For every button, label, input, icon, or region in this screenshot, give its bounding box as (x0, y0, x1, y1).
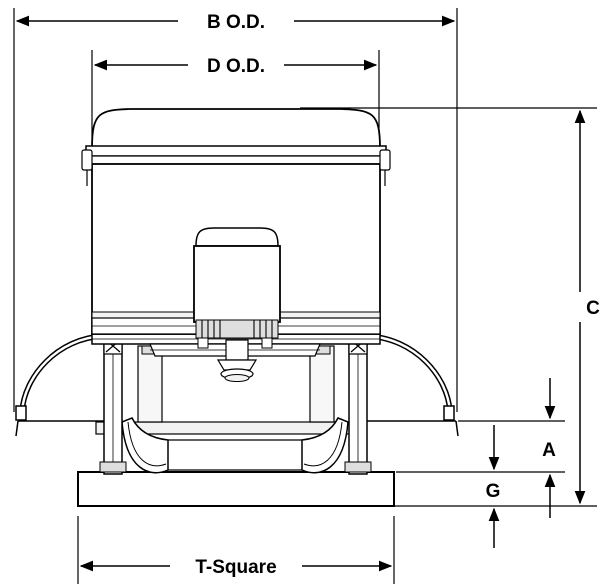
support-post-right (344, 337, 372, 475)
skirt-right (366, 333, 459, 437)
motor (193, 227, 281, 382)
a-label: A (542, 440, 556, 461)
fan-hood (81, 108, 391, 335)
curb-base (77, 471, 395, 507)
skirt-left (15, 333, 105, 437)
t-square-label: T-Square (195, 557, 276, 578)
c-label: C (586, 298, 600, 319)
dimension-arrows (15, 15, 586, 572)
d-od-label: D O.D. (207, 56, 265, 77)
g-label: G (486, 481, 501, 502)
inner-frame-left (137, 345, 163, 423)
support-post-left (99, 337, 127, 475)
extension-lines (13, 8, 597, 584)
inner-frame-right (309, 345, 335, 423)
b-od-label: B O.D. (207, 12, 265, 33)
